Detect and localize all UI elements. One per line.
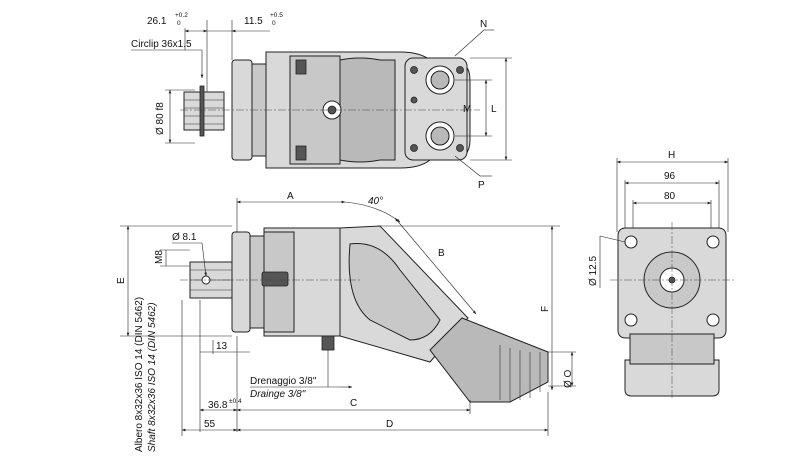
dim-l: L (491, 104, 497, 115)
dim-d: D (386, 419, 393, 430)
drain-plug (321, 335, 335, 351)
shaft-dia-label: Ø 80 f8 (155, 102, 166, 135)
dim-c: C (350, 398, 357, 409)
side-slot (261, 271, 289, 287)
shaft-spec-it: Albero 8x32x36 ISO 14 (DIN 5462) (134, 297, 145, 452)
port-bolt-3 (410, 144, 418, 152)
mount-hole-dia: Ø 12.5 (588, 256, 599, 286)
dim-a: A (287, 191, 294, 202)
port-p-label: P (478, 180, 485, 191)
mount-hole-2 (706, 235, 720, 249)
port-bolt-1 (410, 66, 418, 74)
port-bolt-5 (410, 96, 418, 104)
dim-m: M (463, 104, 471, 115)
mount-hole-1 (624, 235, 638, 249)
drain-label-it: Drenaggio 3/8" (250, 376, 317, 387)
thread-m8-label: M8 (154, 250, 165, 264)
body-segment (289, 55, 341, 165)
front-view: H 96 80 Ø 12.5 (588, 150, 736, 400)
bolt-bottom-a (295, 145, 307, 161)
dim-e: E (116, 277, 127, 284)
port-p-inner (430, 126, 450, 146)
dim-36-8-tol: ±0.4 (229, 398, 242, 405)
drain-label-en: Drainge 3/8" (250, 389, 306, 400)
bent-housing-face (348, 243, 441, 341)
p-leader (454, 155, 481, 177)
dim-11-5-tol-upper: +0.5 (270, 12, 283, 19)
dim-36-8: 36.8 (208, 400, 228, 411)
dim-o: Ø O (563, 369, 574, 388)
dim-11-5-tol-lower: 0 (272, 20, 276, 27)
dim-26-1-tol-lower: 0 (177, 20, 181, 27)
port-n-inner (430, 70, 450, 90)
dim-h: H (668, 150, 675, 161)
circlip-label: Circlip 36x1.5 (131, 39, 192, 50)
top-view: 26.1 +0.2 0 11.5 +0.5 0 Circlip 36x1.5 Ø… (131, 12, 512, 191)
dim-80: 80 (664, 191, 676, 202)
port-bolt-2 (456, 66, 464, 74)
dim-26-1: 26.1 (147, 16, 167, 27)
dim-b: B (438, 248, 445, 259)
angle-label: 40° (368, 196, 383, 207)
shaft-spec-en: Shaft 8x32x36 ISO 14 (DIN 5462) (147, 302, 158, 452)
n-leader (454, 29, 485, 57)
port-bolt-4 (456, 144, 464, 152)
dim-13: 13 (216, 341, 228, 352)
mount-hole-4 (706, 313, 720, 327)
mount-hole-3 (624, 313, 638, 327)
dim-96: 96 (664, 171, 676, 182)
dim-f: F (540, 306, 551, 312)
dim-55: 55 (204, 419, 216, 430)
dim-11-5: 11.5 (244, 16, 263, 27)
dim-26-1-tol-upper: +0.2 (175, 12, 188, 19)
side-flange (231, 231, 251, 333)
bolt-top-a (295, 59, 307, 75)
circlip (199, 85, 205, 137)
hole-dia-label: Ø 8.1 (172, 232, 197, 243)
dim-b-line (394, 217, 477, 315)
port-n-label: N (480, 19, 487, 30)
side-view: A 40° B Ø 8.1 (116, 191, 576, 452)
